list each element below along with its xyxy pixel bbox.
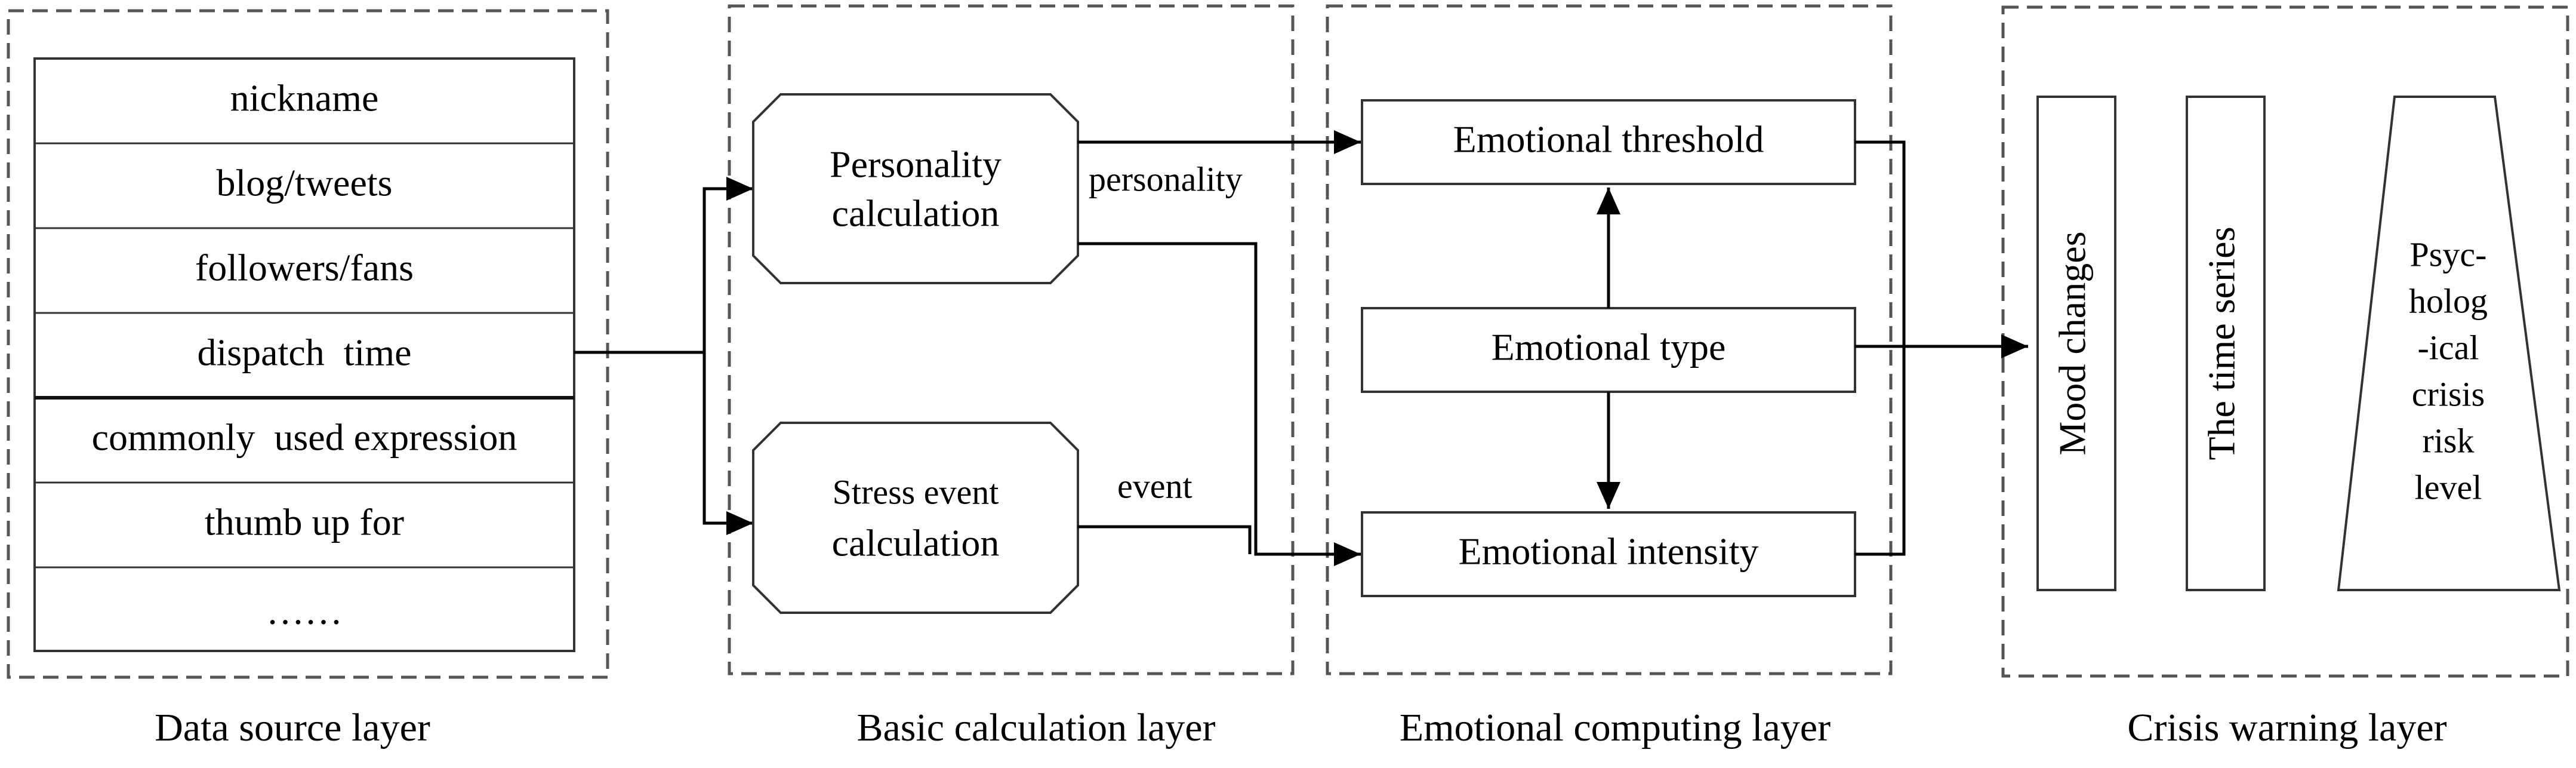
emotional-threshold-label: Emotional threshold [1453, 118, 1764, 161]
data-source-item: blog/tweets [216, 162, 392, 204]
mood-changes-label: Mood changes [2051, 231, 2094, 455]
data-source-layer-frame [7, 9, 609, 679]
event-edge-label: event [1117, 466, 1193, 505]
data-source-item: thumb up for [205, 501, 404, 543]
time-series-box: The time series [2186, 96, 2266, 591]
stress-node-line-2: calculation [832, 522, 1000, 564]
data-source-item: nickname [230, 77, 379, 119]
data-source-item: dispatch time [197, 331, 411, 374]
risk-level-line: -ical [2417, 328, 2479, 367]
stress-node-line-1: Stress event [833, 472, 999, 511]
basic-calculation-layer-frame [728, 4, 1295, 675]
crisis-risk-level-shape: Psyc- holog -ical crisis risk level [2337, 96, 2561, 591]
emotional-computing-layer-label: Emotional computing layer [1400, 706, 1831, 749]
stress-event-calculation-node: Stress event calculation [752, 422, 1079, 614]
emotional-type-box: Emotional type [1361, 307, 1856, 393]
data-source-table: nickname blog/tweets followers/fans disp… [33, 57, 575, 652]
risk-level-line: risk [2423, 421, 2475, 460]
event-to-intensity-arrow [1078, 525, 1252, 554]
emotional-threshold-box: Emotional threshold [1361, 99, 1856, 185]
emotional-intensity-box: Emotional intensity [1361, 511, 1856, 597]
to-personality-arrow [702, 177, 753, 352]
risk-level-line: level [2415, 468, 2482, 506]
mood-changes-box: Mood changes [2036, 96, 2116, 591]
emotional-computing-layer-frame [1326, 4, 1893, 675]
personality-to-intensity-arrow [1078, 242, 1361, 566]
data-source-layer-label: Data source layer [155, 706, 430, 749]
data-source-table-border [33, 57, 575, 652]
personality-edge-label: personality [1089, 159, 1243, 198]
personality-node-line-1: Personality [830, 143, 1002, 186]
crisis-warning-layer-label: Crisis warning layer [2127, 706, 2446, 749]
personality-calculation-node: Personality calculation [752, 93, 1079, 284]
risk-level-line: crisis [2412, 374, 2485, 413]
emotional-intensity-label: Emotional intensity [1458, 530, 1758, 573]
data-source-item: followers/fans [195, 247, 414, 289]
emotional-type-label: Emotional type [1492, 326, 1726, 368]
risk-level-line: holog [2409, 281, 2488, 320]
data-source-item: …… [266, 590, 343, 632]
threshold-to-bus [1855, 140, 1906, 556]
personality-node-line-2: calculation [832, 192, 1000, 235]
data-source-item: commonly used expression [92, 416, 517, 459]
basic-calculation-layer-label: Basic calculation layer [856, 706, 1215, 749]
risk-level-line: Psyc- [2410, 235, 2487, 274]
to-stress-arrow [702, 352, 753, 535]
time-series-label: The time series [2201, 227, 2243, 460]
